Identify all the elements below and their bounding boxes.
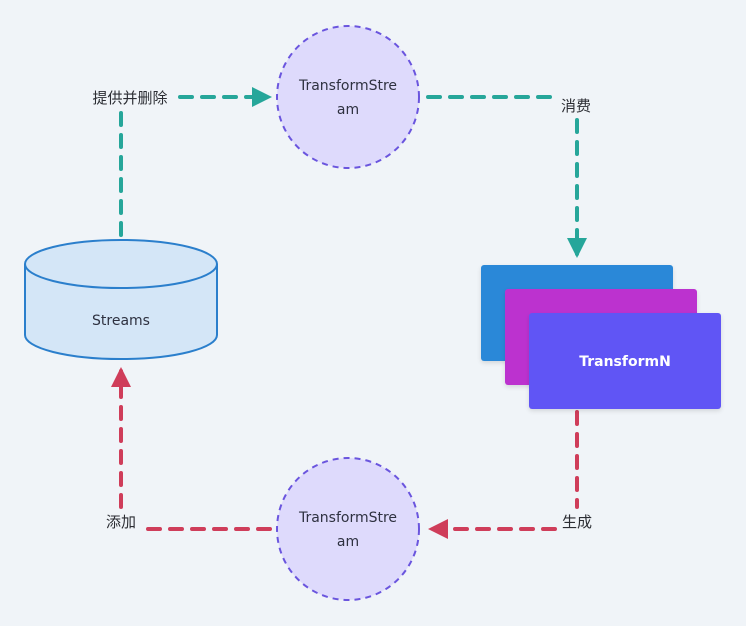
- cylinder-top: [24, 239, 218, 289]
- edge-label-provide-and-remove: 提供并删除: [92, 89, 167, 107]
- card-front: [529, 313, 721, 409]
- cylinder-body: [24, 264, 218, 360]
- edge-provide-and-remove: 提供并删除: [92, 87, 272, 237]
- node-streams-label: Streams: [92, 313, 150, 329]
- edge-generate: 生成: [428, 410, 592, 539]
- node-transform-top-label-line2: am: [337, 102, 359, 118]
- node-transform-n[interactable]: TransformN: [481, 265, 721, 409]
- edge-label-consume: 消费: [561, 97, 591, 115]
- node-transform-stream-bottom[interactable]: TransformStre am: [276, 457, 420, 601]
- node-transform-n-label: TransformN: [579, 354, 671, 370]
- edge-label-generate: 生成: [562, 513, 592, 531]
- node-transform-bottom-label-line2: am: [337, 534, 359, 550]
- node-transform-stream-top[interactable]: TransformStre am: [276, 25, 420, 169]
- dashed-circle-top: [276, 25, 420, 169]
- dashed-circle-bottom: [276, 457, 420, 601]
- node-streams[interactable]: Streams: [24, 239, 218, 360]
- node-transform-bottom-label-line1: TransformStre: [298, 510, 397, 526]
- edge-consume: 消费: [426, 95, 591, 258]
- edge-add: 添加: [106, 367, 272, 531]
- edge-label-add: 添加: [106, 513, 136, 531]
- node-transform-top-label-line1: TransformStre: [298, 78, 397, 94]
